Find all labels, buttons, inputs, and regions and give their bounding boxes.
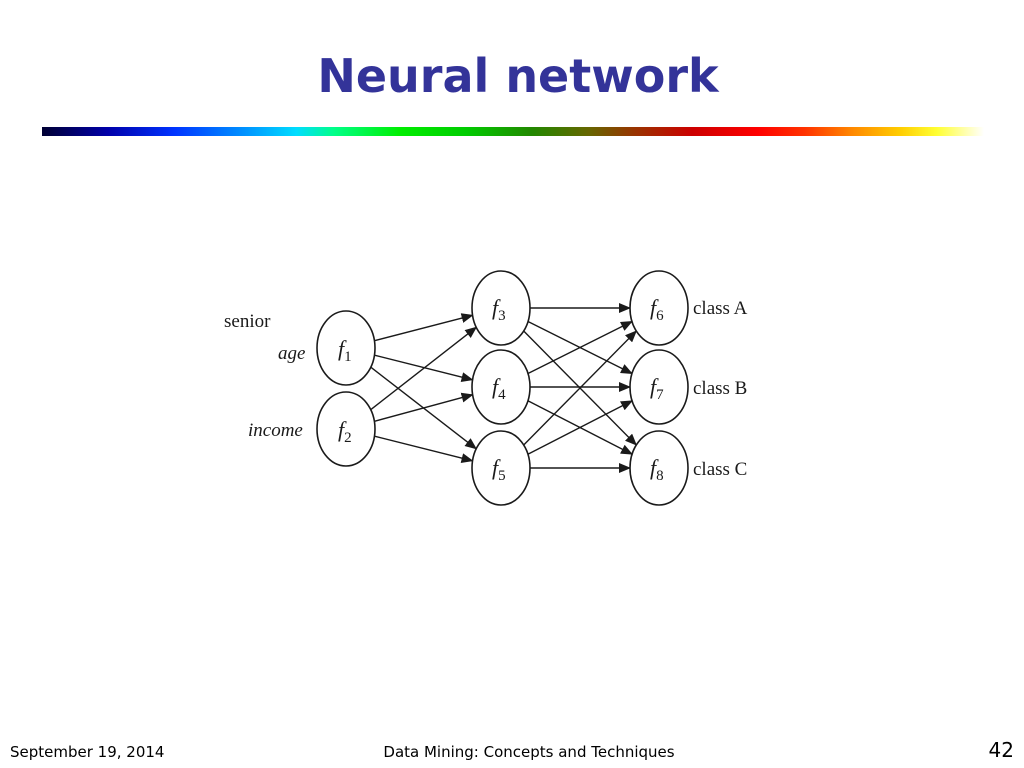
node-f1-circle	[316, 310, 376, 386]
node-f6: f6	[629, 270, 689, 346]
node-f3-subscript: 3	[498, 308, 506, 324]
node-f2-circle	[316, 391, 376, 467]
edge-f2-to-f5	[374, 435, 474, 463]
page-number: 42	[988, 738, 1014, 762]
input-label-income: income	[248, 420, 303, 441]
slide-title: Neural network	[317, 49, 719, 103]
node-f1-label: f1	[338, 336, 352, 365]
node-f8-circle	[629, 430, 689, 506]
node-f2: f2	[316, 391, 376, 467]
edge-f2-to-f3	[370, 326, 478, 411]
node-f6-label: f6	[650, 295, 664, 324]
node-f6-circle	[629, 270, 689, 346]
node-f4-subscript: 4	[498, 387, 506, 403]
node-f3-circle	[471, 270, 531, 346]
node-f8: f8	[629, 430, 689, 506]
node-f7-label: f7	[650, 374, 664, 403]
node-f8-name: f	[650, 455, 659, 480]
edge-f1-to-f4	[374, 354, 474, 382]
node-f8-label: f8	[650, 455, 664, 484]
edges-layer	[370, 303, 638, 473]
node-f1-subscript: 1	[344, 349, 352, 365]
node-f3-label: f3	[492, 295, 506, 324]
node-f7-subscript: 7	[656, 387, 664, 403]
node-f1-name: f	[338, 336, 347, 361]
output-label-class-c: class C	[693, 459, 747, 480]
node-f2-name: f	[338, 417, 347, 442]
node-f4-label: f4	[492, 374, 506, 403]
node-f3-name: f	[492, 295, 501, 320]
footer-course-title: Data Mining: Concepts and Techniques	[383, 743, 675, 761]
footer-date: September 19, 2014	[10, 743, 165, 761]
edge-f2-to-f4	[374, 392, 474, 422]
node-f1: f1	[316, 310, 376, 386]
node-f7-circle	[629, 349, 689, 425]
node-f4-circle	[471, 349, 531, 425]
title-gradient-rule	[42, 127, 984, 136]
node-f5-circle	[471, 430, 531, 506]
node-f6-subscript: 6	[656, 308, 664, 324]
edge-f1-to-f3	[374, 313, 474, 342]
node-f6-name: f	[650, 295, 659, 320]
node-f5: f5	[471, 430, 531, 506]
output-label-class-a: class A	[693, 298, 748, 319]
node-f5-subscript: 5	[498, 468, 506, 484]
node-f8-subscript: 8	[656, 468, 664, 484]
edge-f4-to-f6	[527, 320, 633, 375]
node-f7-name: f	[650, 374, 659, 399]
node-f5-label: f5	[492, 455, 506, 484]
node-f2-label: f2	[338, 417, 352, 446]
edge-f5-to-f6	[523, 330, 638, 446]
node-f5-name: f	[492, 455, 501, 480]
node-f7: f7	[629, 349, 689, 425]
node-f3: f3	[471, 270, 531, 346]
input-label-age: age	[278, 343, 305, 364]
output-label-class-b: class B	[693, 378, 747, 399]
node-f4-name: f	[492, 374, 501, 399]
node-f2-subscript: 2	[344, 430, 352, 446]
input-label-senior: senior	[224, 311, 271, 332]
node-f4: f4	[471, 349, 531, 425]
edge-f5-to-f7	[527, 400, 633, 455]
